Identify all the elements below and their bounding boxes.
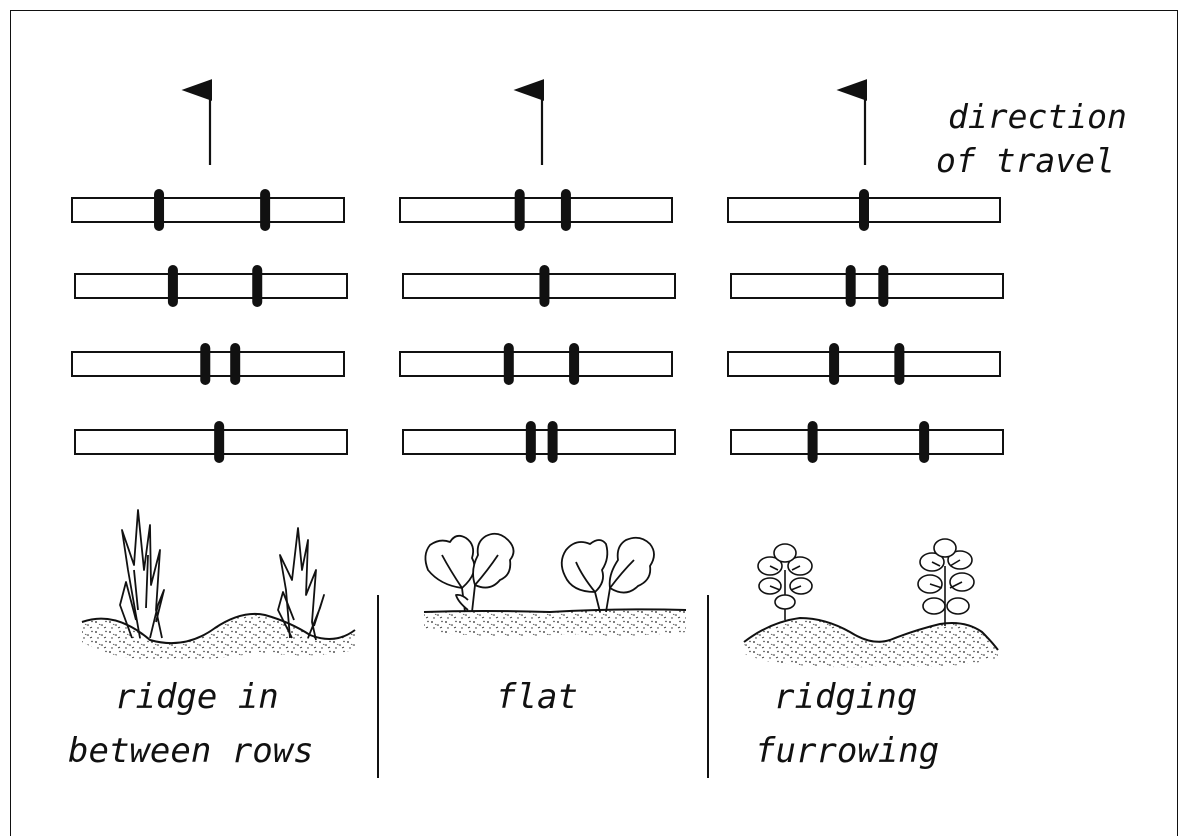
panel-2-soil-surface	[423, 608, 687, 614]
panel-3-label-line1: ridging	[774, 677, 917, 717]
tool-bar-p1-r1	[71, 197, 345, 223]
leafy-plant-left	[424, 532, 515, 613]
tool-bars	[71, 189, 1004, 463]
panel-2-soil	[424, 610, 686, 636]
tool-bar-p1-r4	[74, 429, 348, 455]
tine-p3-r4-1	[807, 421, 818, 463]
bush-plant-right	[917, 538, 975, 626]
panel-2-crop-illustration	[423, 532, 687, 636]
tine-p3-r2-1	[845, 265, 856, 307]
tool-bar-p2-r3	[399, 351, 673, 377]
tool-bar-p1-r2	[74, 273, 348, 299]
panel-1-label-line1: ridge in	[115, 677, 279, 717]
tine-p1-r3-2	[230, 343, 241, 385]
panel-3-soil	[744, 618, 998, 668]
tine-p1-r4-1	[214, 421, 225, 463]
tine-p3-r3-2	[894, 343, 905, 385]
tool-bar-p3-r2	[730, 273, 1004, 299]
direction-label-line2: of travel	[936, 141, 1115, 180]
tine-p2-r3-2	[569, 343, 580, 385]
leafy-plant-right	[560, 536, 655, 613]
tool-bar-p2-r1	[399, 197, 673, 223]
tool-bar-p2-r2	[402, 273, 676, 299]
tine-p2-r3-1	[503, 343, 514, 385]
tine-p1-r2-1	[167, 265, 178, 307]
direction-label-line1: direction	[948, 97, 1127, 136]
panel-1-crop-illustration	[81, 509, 356, 661]
bush-plant-left	[757, 543, 813, 620]
corn-plant-right	[277, 527, 325, 641]
tool-bar-p3-r3	[727, 351, 1001, 377]
panel-3-label-line2: furrowing	[755, 731, 939, 771]
tine-p2-r1-2	[560, 189, 571, 231]
panel-3-soil-surface	[743, 616, 999, 651]
tine-p1-r1-1	[154, 189, 165, 231]
tool-bar-p3-r4	[730, 429, 1004, 455]
panel-3-crop-illustration	[743, 538, 999, 668]
tine-p1-r3-1	[200, 343, 211, 385]
tine-p2-r2-1	[539, 265, 550, 307]
panel-2-label: flat	[496, 677, 578, 717]
panel-1-label-line2: between rows	[68, 731, 314, 771]
tine-p3-r3-1	[829, 343, 840, 385]
tillage-diagram: direction of travel ridge in between row…	[10, 10, 1178, 836]
tine-p1-r1-2	[260, 189, 271, 231]
tool-bar-p2-r4	[402, 429, 676, 455]
tine-p3-r1-1	[859, 189, 869, 231]
corn-plant-left	[119, 509, 165, 639]
tine-p3-r4-2	[919, 421, 930, 463]
tine-p3-r2-2	[878, 265, 889, 307]
tine-p2-r1-1	[514, 189, 525, 231]
tine-p1-r2-2	[252, 265, 263, 307]
tine-p2-r4-1	[525, 421, 536, 463]
tine-p2-r4-2	[547, 421, 558, 463]
